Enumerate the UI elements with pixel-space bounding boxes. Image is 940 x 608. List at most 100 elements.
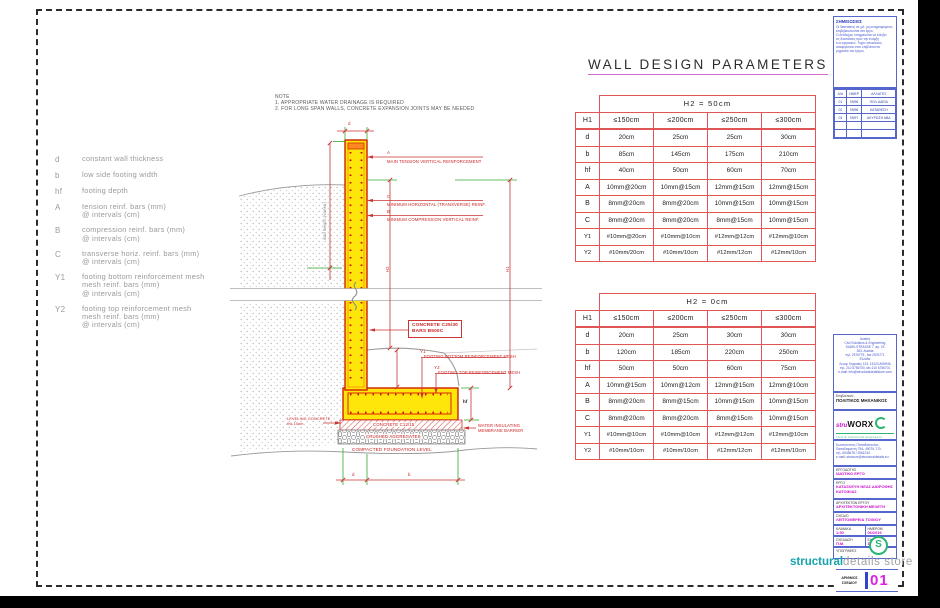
table-cell: 145cm [653,145,708,163]
table-cell: 250cm [761,343,816,361]
legend-description: transverse horiz. reinf. bars (mm)@ inte… [82,248,280,266]
revision-row [834,129,896,138]
address-line: Austria [860,337,870,341]
table-column-header: ≤300cm [761,111,816,130]
table-cell: 8mm@15cm [707,211,762,229]
concrete-spec-box: CONCRETE C25/30 BARS B500C [408,320,462,338]
table-cell: 60cm [707,162,762,180]
address-line: SADELSTRASSE 7, αρ. 23 [845,345,885,350]
drawing-number-value: 01 [870,572,889,589]
table-row-label: C [575,211,600,229]
address-line: e-mail: info@structuraldetailstore.com [838,369,892,374]
table-row-label: A [575,178,600,196]
concrete-spec-line1: CONCRETE C25/30 [412,323,458,328]
dim-label-wall-thickness: d [348,121,351,126]
table-cell: #12mm@12cm [707,228,762,246]
revision-header-cell: ΑΛΛΑΓΕΣ [861,89,896,98]
table-cell: 220cm [707,343,762,361]
table-row-label: b [575,343,600,361]
revision-cell: 03 [834,113,847,122]
scale-value: 1:50 [836,530,844,535]
table-cell: #10mm/10cm [653,442,708,460]
address-line: 303, Austria [856,349,874,354]
date-value: 06/2019 [867,530,882,535]
legend-line: @ intervals (cm) [82,320,140,330]
table-caption: H2 = 50cm [599,95,816,113]
table-cell: #10mm/20cm [599,244,654,262]
dim-label-h1: H1 [505,266,510,272]
table-cell: 8mm@20cm [599,393,654,411]
paper-page: d constant wall thickness b low side footin… [0,0,918,596]
table-cell: 70cm [761,162,816,180]
table-cell: 60cm [707,360,762,378]
leader-y2-text: FOOTING TOP REINFORCEMENT MESH [438,369,521,375]
table-column-header: ≤200cm [653,111,708,130]
table-cell: 10mm@15cm [707,393,762,411]
table-cell: 10mm@15cm [761,409,816,427]
table-cell: #10mm@10cm [653,426,708,444]
legend-line: transverse horiz. reinf. bars (mm) [82,248,200,258]
leader-a-symbol: A [387,150,391,155]
leveling-line1: LEVELING CONCRETE [287,417,331,421]
legend-symbol: Y2 [55,304,66,314]
table-column-header: ≤250cm [707,309,762,328]
drawn-cell: ΣΧΕΔΙΑΣΗ Π.Μ. [834,537,866,546]
table-cell: 8mm@15cm [707,409,762,427]
titleblock-note-line: Ο Ανάδοχος υποχρεούται να ελέγξει [836,32,887,37]
logo-prefix: stru [836,423,848,429]
legend-symbol: C [55,249,62,259]
revision-cell: 02 [834,105,847,114]
revision-row [834,121,896,130]
legend-line: low side footing width [82,170,158,179]
leader-y1-symbol: Y1 [420,349,426,354]
drawing-number-box: ΑΡΙΘΜΟΣ ΣΧΕΔΙΟΥ 01 [836,569,898,592]
revision-cell: ΠΟΛ.ΑΔΕΙΑ [861,97,896,106]
table-cell: #10mm/10cm [653,244,708,262]
signatures-label: ΥΠΟΓΡΑΦΕΣ [836,549,857,553]
drawing-number-label: ΑΡΙΘΜΟΣ ΣΧΕΔΙΟΥ [836,576,863,584]
table-cell: 10mm@20cm [599,178,654,196]
table-cell: 12mm@15cm [707,178,762,196]
table-cell: 8mm@20cm [599,211,654,229]
titleblock-note-line: αναφέρονται στον επιβλέποντα [836,44,880,49]
table-cell: 185cm [653,343,708,361]
table-cell: 10mm@15cm [653,178,708,196]
legend-line: mesh reinf. bars (mm) [82,312,160,322]
store-s-logo-icon: S [869,536,888,555]
table-cell: 12mm@10cm [761,376,816,394]
table-cell: #12mm/10cm [761,244,816,262]
drawn-value: Π.Μ. [836,541,845,546]
address-line: Civil Solutions & Engineering [844,341,886,346]
leader-y2-symbol: Y2 [434,365,440,370]
number-label-line2: ΣΧΕΔΙΟΥ [841,580,858,585]
table-cell: 25cm [653,326,708,345]
date-cell: ΗΜΕΡΟΜ 06/2019 [866,526,897,535]
drawn-label: ΣΧΕΔΙΑΣΗ [836,538,853,542]
supervisor-block: Επιβλεπών: ΠΟΛΙΤΙΚΟΣ ΜΗΧΑΝΙΚΟΣ [833,392,897,410]
table-row-label: Y2 [575,244,600,262]
note-line: 2. FOR LONG SPAN WALLS, CONCRETE EXPANSI… [275,106,475,112]
note-lines: 1. APPROPRIATE WATER DRAINAGE IS REQUIRE… [275,100,474,112]
leveling-line2: thk 10cm [287,422,304,427]
legend-line: @ intervals (cm) [82,233,140,243]
legend-line: constant wall thickness [82,154,164,163]
legend-line: compression reinf. bars (mm) [82,225,186,235]
table-cell: 20cm [599,326,654,345]
